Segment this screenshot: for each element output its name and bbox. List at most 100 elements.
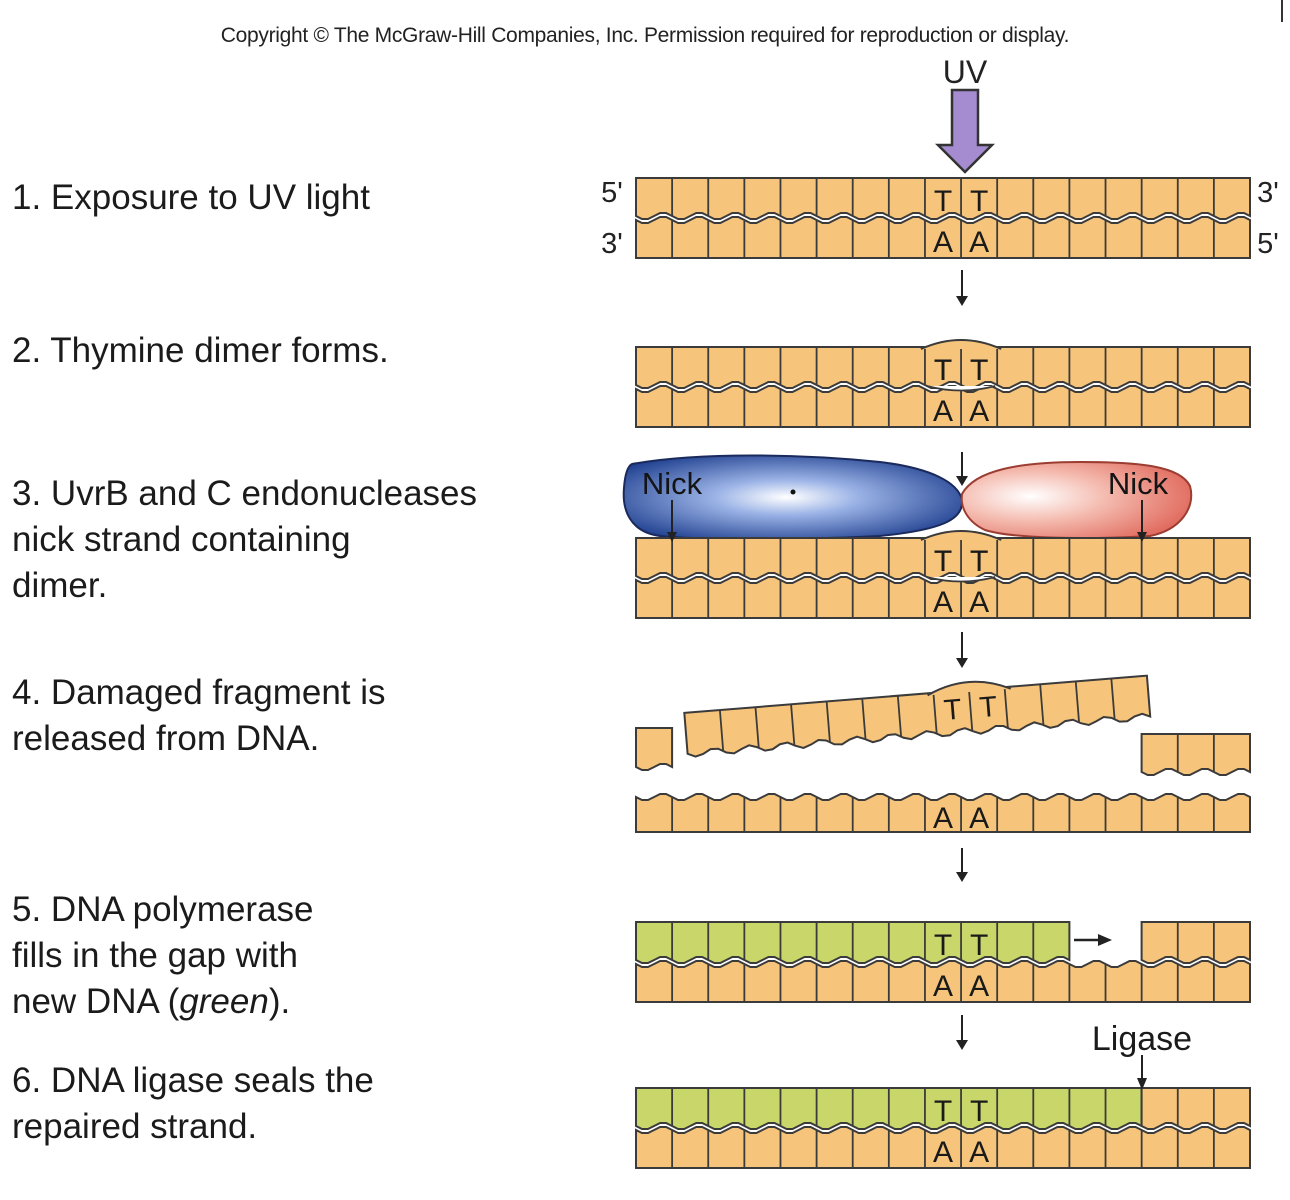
fragment-divider	[932, 692, 938, 734]
uvrB-center-dot	[790, 489, 796, 495]
flow-arrowhead-3	[956, 658, 968, 668]
five-prime-bottom-right: 5'	[1257, 228, 1279, 260]
thymine-base-2: T	[970, 545, 988, 578]
step-5-line-3-suffix: ).	[268, 982, 291, 1021]
ligase-label: Ligase	[1092, 1020, 1192, 1058]
adenine-base-1: A	[933, 586, 953, 619]
fragment-divider	[1110, 678, 1116, 720]
fragment-divider	[968, 689, 974, 731]
step-6-line-1: 6. DNA ligase seals the	[12, 1061, 374, 1100]
flow-arrowhead-5	[956, 1040, 968, 1050]
fragment-divider	[861, 698, 867, 740]
top-strand-left-stub	[635, 727, 674, 771]
polymerase-arrowhead	[1098, 934, 1112, 946]
step-4-line-1: 4. Damaged fragment is	[12, 673, 386, 712]
thymine-base-1: T	[934, 545, 952, 578]
adenine-base-1: A	[933, 1136, 953, 1169]
uv-label: UV	[943, 54, 988, 90]
uvrC-enzyme	[960, 460, 1193, 539]
step-5-line-2: fills in the gap with	[12, 936, 298, 975]
step-6-caption: 6. DNA ligase seals the repaired strand.	[12, 1058, 374, 1150]
three-prime-bottom-left: 3'	[601, 228, 623, 260]
top-strand-right-stub	[1140, 733, 1251, 776]
thymine-base-1: T	[934, 354, 952, 387]
fragment-divider	[896, 695, 903, 737]
dimer-gap	[926, 385, 996, 392]
step-1-line-1: 1. Exposure to UV light	[12, 178, 370, 217]
adenine-base-1: A	[933, 226, 953, 259]
thymine-base-1: T	[934, 185, 952, 218]
thymine-base-1: T	[934, 545, 952, 578]
thymine-dimer-bulge	[920, 530, 1002, 541]
copyright-notice: Copyright © The McGraw-Hill Companies, I…	[220, 24, 1070, 47]
thymine-base-2: T	[970, 929, 988, 962]
fragment-divider	[790, 704, 796, 746]
step-5-line-1: 5. DNA polymerase	[12, 890, 314, 929]
thymine-base-2: T	[970, 354, 988, 387]
uv-arrow-icon	[934, 88, 996, 174]
flow-arrowhead-1	[956, 296, 968, 306]
adenine-base-1: A	[933, 802, 953, 835]
bottom-strand	[635, 1126, 1251, 1169]
step-1-caption: 1. Exposure to UV light	[12, 175, 370, 221]
nick-arrowhead	[667, 532, 677, 542]
step-4-line-2: released from DNA.	[12, 719, 320, 758]
bottom-strand	[635, 216, 1251, 259]
thymine-base-2: T	[970, 354, 988, 387]
flow-arrowhead-2	[956, 476, 968, 486]
thymine-base-2: T	[970, 545, 988, 578]
adenine-base-2: A	[969, 970, 989, 1003]
top-strand	[635, 177, 1251, 220]
step-5-line-3-prefix: new DNA (	[12, 982, 180, 1021]
nick-label-left: Nick	[642, 466, 703, 501]
thymine-dimer-bulge	[920, 339, 1002, 350]
flow-arrowhead-4	[956, 872, 968, 882]
flow-arrows	[956, 270, 968, 1050]
fragment-dimer-bulge	[927, 680, 1012, 697]
step-2-caption: 2. Thymine dimer forms.	[12, 328, 389, 374]
top-strand-segment	[1140, 1087, 1251, 1130]
fragment-divider	[1003, 687, 1009, 729]
dimer-gap	[926, 576, 996, 583]
nick-label-right: Nick	[1108, 466, 1169, 501]
adenine-base-1: A	[933, 970, 953, 1003]
step-3-caption: 3. UvrB and C endonucleases nick strand …	[12, 471, 477, 609]
five-prime-top-left: 5'	[601, 177, 623, 209]
fragment-divider	[1074, 681, 1080, 723]
nick-arrowhead	[1137, 532, 1147, 542]
adenine-base-2: A	[969, 226, 989, 259]
adenine-base-2: A	[969, 1136, 989, 1169]
step-2-line-1: 2. Thymine dimer forms.	[12, 331, 389, 370]
frame-edge	[1281, 0, 1283, 22]
top-strand	[635, 537, 1251, 580]
bottom-strand	[635, 793, 1251, 833]
thymine-base-1: T	[934, 1095, 952, 1128]
adenine-base-2: A	[969, 586, 989, 619]
fragment-divider	[719, 709, 725, 751]
fragment-divider	[754, 707, 760, 749]
step-5-caption: 5. DNA polymerase fills in the gap with …	[12, 887, 314, 1025]
thymine-base-1: T	[934, 929, 952, 962]
thymine-base-1: T	[934, 354, 952, 387]
adenine-base-1: A	[933, 395, 953, 428]
three-prime-top-right: 3'	[1257, 177, 1279, 209]
fragment-divider	[1039, 684, 1045, 726]
step-6-line-2: repaired strand.	[12, 1107, 258, 1146]
step-5-line-3: new DNA (green).	[12, 979, 314, 1025]
step-3-line-1: 3. UvrB and C endonucleases	[12, 474, 477, 513]
fragment-thymine-1: T	[943, 694, 964, 727]
uvrB-enzyme	[622, 454, 964, 540]
fragment-divider	[825, 701, 831, 743]
top-strand-segment	[1140, 921, 1251, 964]
ligase-arrowhead	[1137, 1078, 1147, 1090]
step-3-line-3: dimer.	[12, 566, 108, 605]
step-5-green-word: green	[179, 982, 269, 1021]
bottom-strand	[635, 960, 1251, 1003]
